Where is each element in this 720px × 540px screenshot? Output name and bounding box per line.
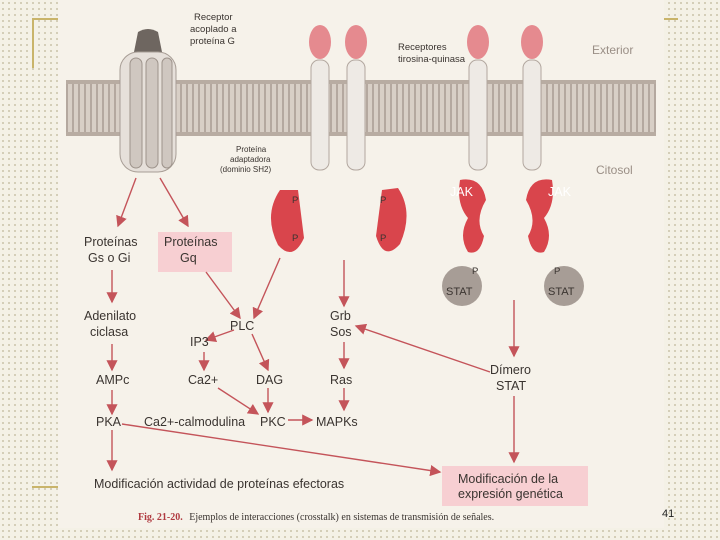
slide-page-number: 41 [662, 508, 675, 520]
jak-label-left: JAK [450, 185, 474, 199]
gene-expression-highlight-box [442, 466, 588, 506]
phospho-label-6: P [554, 266, 560, 277]
node-adenylate-cyclase: Adenilato ciclasa [84, 309, 140, 339]
node-grb-sos-line1: Grb [330, 309, 351, 323]
node-effector-modification: Modificación actividad de proteínas efec… [94, 477, 344, 491]
phospho-label-2: P [292, 233, 298, 244]
adapter-label-line2: adaptadora [230, 155, 271, 164]
signaling-figure: Exterior Citosol Receptor acoplado a pro… [58, 0, 664, 528]
rtk-label-line1: Receptores [398, 42, 447, 53]
node-plc: PLC [230, 319, 254, 333]
figure-caption: Fig. 21-20. Ejemplos de interacciones (c… [138, 512, 494, 523]
rtk-label: Receptores tirosina-quinasa [398, 42, 466, 65]
signaling-diagram: Exterior Citosol Receptor acoplado a pro… [66, 12, 656, 523]
adapter-label: Proteína adaptadora (dominio SH2) [220, 145, 273, 174]
pathway-arrows [106, 177, 520, 477]
node-dimer-stat-line2: STAT [496, 379, 526, 393]
phospho-label-3: P [380, 195, 386, 206]
caption-text: Ejemplos de interacciones (crosstalk) en… [189, 512, 494, 523]
node-grb-sos-line2: Sos [330, 325, 352, 339]
node-ip3: IP3 [190, 335, 209, 349]
stat-label-left: STAT [446, 286, 473, 298]
node-gs-gi: Proteínas Gs o Gi [84, 235, 141, 265]
phospho-label-1: P [292, 195, 298, 206]
node-gs-gi-line2: Gs o Gi [88, 251, 130, 265]
node-gq-line2: Gq [180, 251, 197, 265]
node-dag: DAG [256, 373, 283, 387]
adapter-label-line1: Proteína [236, 145, 267, 154]
rtk-receptor-pair [270, 25, 407, 253]
node-adenylate-cyclase-line1: Adenilato [84, 309, 136, 323]
node-gq-line1: Proteínas [164, 235, 218, 249]
node-grb-sos: Grb Sos [330, 309, 354, 339]
node-ca-calmodulin: Ca2+-calmodulina [144, 415, 245, 429]
node-pka: PKA [96, 415, 122, 429]
node-ras: Ras [330, 373, 352, 387]
node-ampc: AMPc [96, 373, 129, 387]
stat-label-right: STAT [548, 286, 575, 298]
gq-highlight-box [158, 232, 232, 272]
node-pkc: PKC [260, 415, 286, 429]
frame-line-top-left [32, 18, 58, 20]
cytosol-label: Citosol [596, 163, 633, 177]
node-gene-expression-line2: expresión genética [458, 487, 563, 501]
node-dimer-stat: Dímero STAT [490, 363, 534, 393]
frame-line-bottom-left [32, 486, 58, 488]
node-gq: Proteínas Gq [164, 235, 221, 265]
gpcr-label-line2: acoplado a [190, 24, 237, 35]
caption-number: Fig. 21-20. [138, 512, 183, 523]
exterior-label: Exterior [592, 43, 633, 57]
node-mapks: MAPKs [316, 415, 358, 429]
gpcr-label-line1: Receptor [194, 12, 233, 23]
rtk-label-line2: tirosina-quinasa [398, 54, 466, 65]
gpcr-label: Receptor acoplado a proteína G [190, 12, 239, 47]
phospho-label-5: P [472, 266, 478, 277]
phospho-label-4: P [380, 233, 386, 244]
node-adenylate-cyclase-line2: ciclasa [90, 325, 128, 339]
node-gene-expression-line1: Modificación de la [458, 472, 558, 486]
jak-label-right: JAK [548, 185, 572, 199]
node-dimer-stat-line1: Dímero [490, 363, 531, 377]
adapter-label-line3: (dominio SH2) [220, 165, 271, 174]
gpcr-label-line3: proteína G [190, 36, 235, 47]
cytokine-receptor-jak-stat [442, 25, 584, 306]
frame-line-top-right [664, 18, 678, 20]
frame-line-left [32, 18, 34, 68]
node-ca2: Ca2+ [188, 373, 218, 387]
node-gene-expression: Modificación de la expresión genética [458, 472, 563, 501]
gpcr-receptor [119, 29, 177, 173]
node-gs-gi-line1: Proteínas [84, 235, 138, 249]
